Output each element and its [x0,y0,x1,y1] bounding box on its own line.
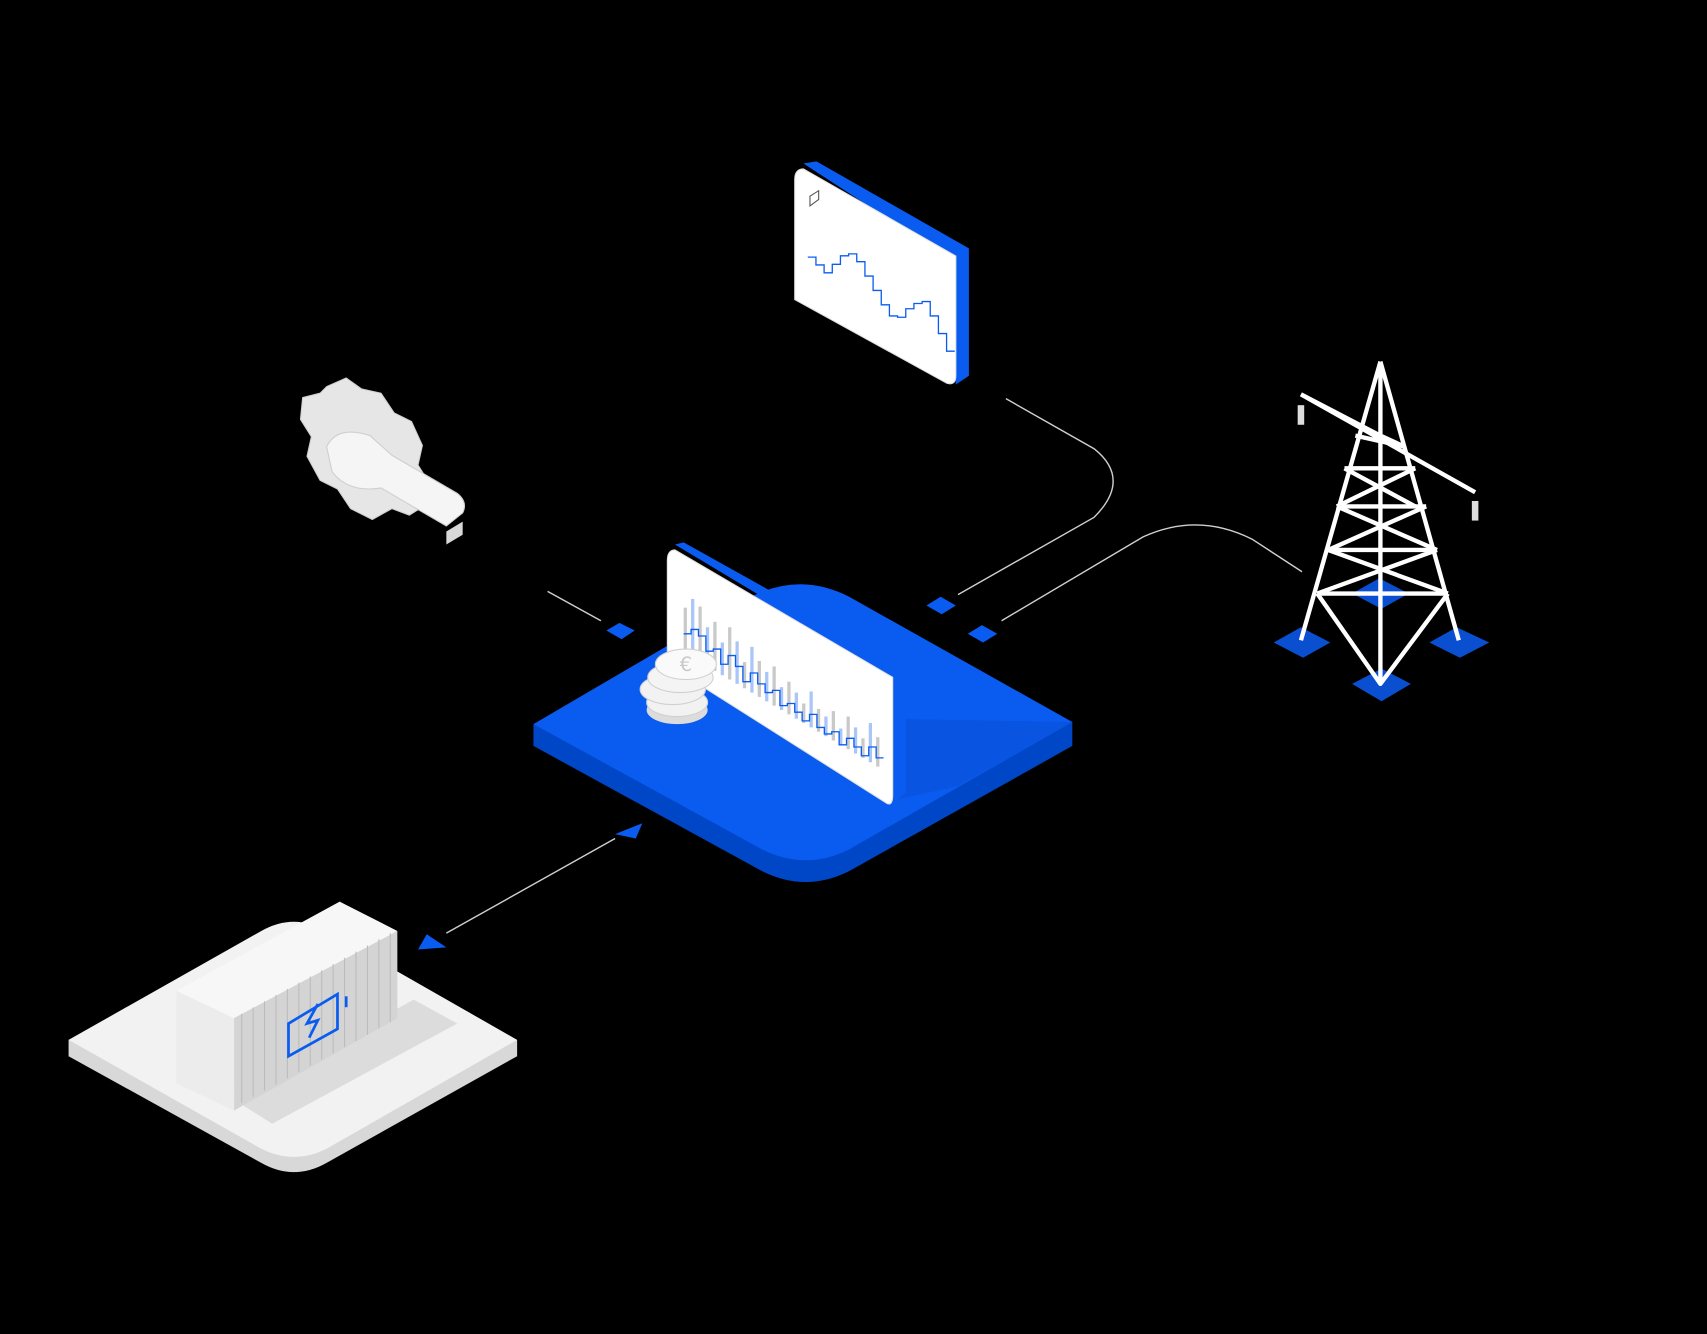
price-bar [757,661,761,697]
price-bar [735,641,739,684]
arrow-to-platform [615,823,643,839]
price-bar [876,737,880,767]
price-bar [742,662,747,689]
gear-wrench-icon [299,377,466,545]
price-bar [772,666,776,706]
price-line [683,628,884,759]
price-bar [713,621,717,671]
connector-tool [547,590,602,622]
node-grid [967,625,998,643]
connector-nodes [418,596,998,950]
price-bar [728,627,732,680]
price-bar [831,711,835,741]
price-bar [787,681,791,715]
price-bar [683,607,687,654]
price-bar [809,691,813,728]
battery-bolt-icon [287,991,348,1059]
price-panel [666,542,906,805]
node-forecast [926,596,956,615]
battery-container [176,901,398,1111]
price-bar [846,716,850,750]
price-bar [853,727,858,754]
connector-battery [445,837,616,934]
price-bar [698,606,702,663]
transmission-tower [1273,361,1490,702]
price-bar [816,708,821,732]
forecast-line [807,253,955,352]
price-bar [861,738,865,758]
connector-grid [1001,524,1303,622]
price-bar [779,687,784,711]
euro-icon: € [680,653,692,676]
price-bars [683,598,884,767]
price-bar [824,716,828,737]
arrow-to-battery [418,934,447,950]
forecast-panel [794,161,969,385]
price-bar [794,692,798,719]
coin-stack: € [639,648,717,725]
price-bar [765,671,769,702]
price-bar [868,723,873,763]
connector-lines [445,398,1303,934]
connector-forecast [957,398,1114,596]
node-tool [606,622,635,640]
price-bar [750,646,754,693]
price-bar [839,728,843,745]
price-bar [802,703,806,724]
price-bar [691,598,695,658]
price-bar [720,642,724,676]
chart-icon [809,189,820,208]
price-bar [705,627,710,667]
